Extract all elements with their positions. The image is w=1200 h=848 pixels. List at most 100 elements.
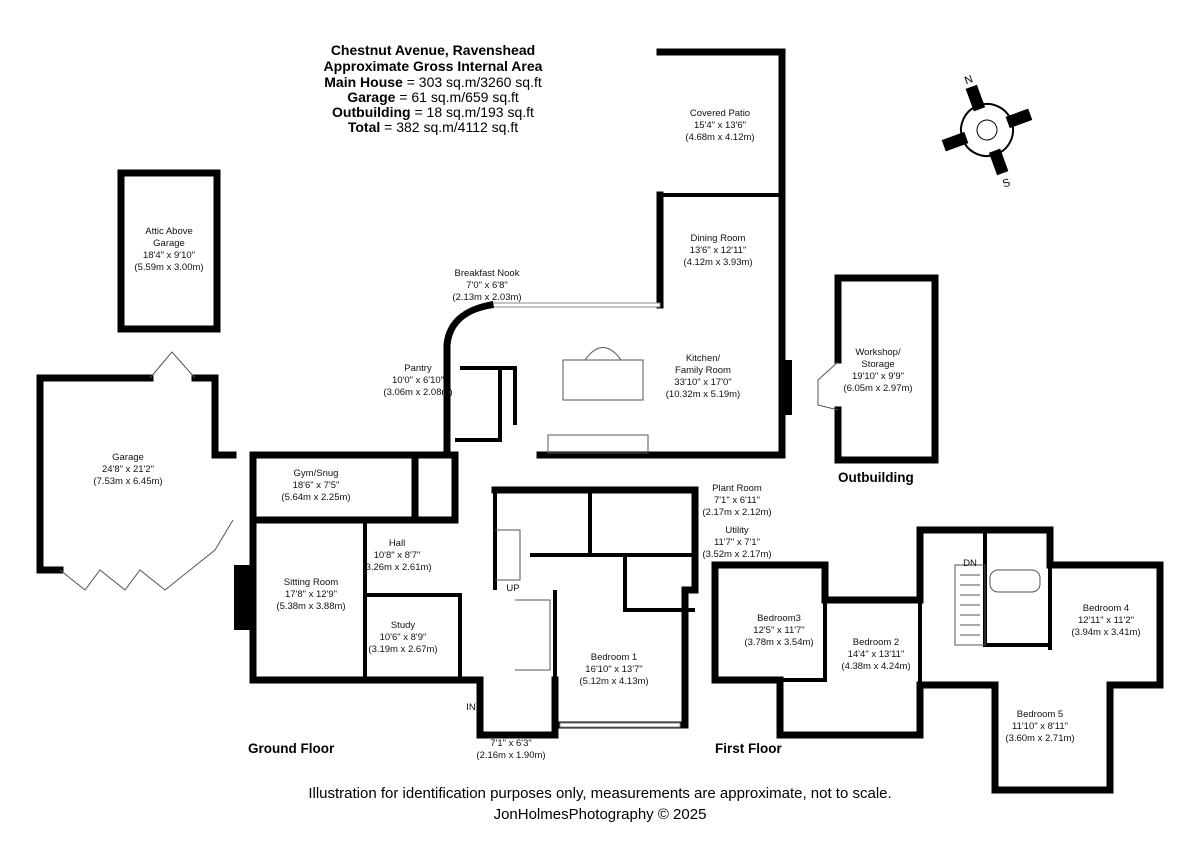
- room-workshop: Workshop/ Storage 19'10" x 9'9" (6.05m x…: [843, 347, 912, 394]
- room-label-text: 12'11" x 11'2": [1078, 615, 1134, 626]
- area-subtitle: Approximate Gross Internal Area: [324, 58, 543, 74]
- first-floor-walls: [711, 526, 1164, 794]
- room-label-text: (3.94m x 3.41m): [1071, 627, 1140, 638]
- room-label-text: Sitting Room: [284, 577, 338, 588]
- room-sitting: Sitting Room 17'8" x 12'9" (5.38m x 3.88…: [276, 577, 345, 612]
- room-label-text: (10.32m x 5.19m): [666, 389, 740, 400]
- room-label-text: Bedroom 2: [853, 637, 899, 648]
- room-label-text: = 382 sq.m/4112 sq.ft: [380, 119, 518, 135]
- room-garage: Garage 24'8" x 21'2" (7.53m x 6.45m): [93, 452, 162, 487]
- room-kitchen: Kitchen/ Family Room 33'10" x 17'0" (10.…: [666, 353, 740, 400]
- plan-header: Chestnut Avenue, Ravenshead Approximate …: [324, 42, 543, 135]
- room-gym: Gym/Snug 18'6" x 7'5" (5.64m x 2.25m): [281, 468, 350, 503]
- room-label-text: 19'10" x 9'9": [852, 371, 904, 382]
- room-bedroom-4: Bedroom 4 12'11" x 11'2" (3.94m x 3.41m): [1071, 603, 1140, 638]
- room-label-text: (4.12m x 3.93m): [683, 257, 752, 268]
- room-label-text: (5.59m x 3.00m): [134, 262, 203, 273]
- room-label-text: (2.13m x 2.03m): [452, 292, 521, 303]
- ground-floor-label: Ground Floor: [248, 741, 335, 756]
- room-label-text: Garage: [112, 452, 144, 463]
- room-label-text: Covered Patio: [690, 108, 750, 119]
- room-label-text: (2.17m x 2.12m): [702, 507, 771, 518]
- room-label-text: (3.78m x 3.54m): [744, 637, 813, 648]
- room-label-text: Dining Room: [691, 233, 746, 244]
- room-label-text: 11'10" x 8'11": [1012, 721, 1068, 732]
- area-total: Total = 382 sq.m/4112 sq.ft: [348, 119, 518, 135]
- room-label-text: 24'8" x 21'2": [102, 464, 154, 475]
- room-label-text: 15'4" x 13'6": [694, 120, 746, 131]
- room-label-text: Storage: [861, 359, 894, 370]
- compass-north: N: [963, 73, 975, 87]
- room-label-text: 33'10" x 17'0": [674, 377, 731, 388]
- outbuilding-walls: [817, 274, 939, 464]
- area-outbuilding: Outbuilding = 18 sq.m/193 sq.ft: [332, 104, 534, 120]
- room-label-text: 10'6" x 8'9": [380, 632, 427, 643]
- room-label-text: Total: [348, 119, 380, 135]
- room-label-text: (4.68m x 4.12m): [685, 132, 754, 143]
- room-label-text: = 303 sq.m/3260 sq.ft: [403, 74, 542, 90]
- room-label-text: Plant Room: [712, 483, 762, 494]
- room-label-text: Breakfast Nook: [455, 268, 520, 279]
- room-label-text: (3.19m x 2.67m): [368, 644, 437, 655]
- room-label-text: Bedroom3: [757, 613, 801, 624]
- room-label-text: 18'6" x 7'5": [293, 480, 340, 491]
- room-pantry: Pantry 10'0" x 6'10" (3.06m x 2.08m): [383, 363, 452, 398]
- first-floor-label: First Floor: [715, 741, 782, 756]
- room-label-text: 16'10" x 13'7": [585, 664, 642, 675]
- compass-icon: N S: [941, 73, 1033, 191]
- room-label-text: 14'4" x 13'11": [848, 649, 905, 660]
- room-label-text: 10'0" x 6'10": [392, 375, 444, 386]
- room-label-text: (5.38m x 3.88m): [276, 601, 345, 612]
- room-label-text: Bedroom 1: [591, 652, 637, 663]
- room-label-text: (4.38m x 4.24m): [841, 661, 910, 672]
- room-label-text: (2.16m x 1.90m): [476, 750, 545, 761]
- room-bedroom-1: Bedroom 1 16'10" x 13'7" (5.12m x 4.13m): [579, 652, 648, 687]
- room-label-text: Main House: [324, 74, 403, 90]
- area-main-house: Main House = 303 sq.m/3260 sq.ft: [324, 74, 542, 90]
- room-label-text: (3.06m x 2.08m): [383, 387, 452, 398]
- outbuilding-label: Outbuilding: [838, 470, 914, 485]
- stairs-up-label: UP: [506, 583, 519, 594]
- room-bedroom-3: Bedroom3 12'5" x 11'7" (3.78m x 3.54m): [744, 613, 813, 648]
- room-label-text: Garage: [153, 238, 185, 249]
- room-label-text: 13'6" x 12'11": [690, 245, 747, 256]
- room-label-text: (5.12m x 4.13m): [579, 676, 648, 687]
- room-label-text: Outbuilding: [332, 104, 411, 120]
- room-label-text: = 18 sq.m/193 sq.ft: [411, 104, 534, 120]
- room-porch: 7'1" x 6'3" (2.16m x 1.90m): [476, 738, 545, 761]
- room-hall: Hall 10'8" x 8'7" (3.26m x 2.61m): [362, 538, 431, 573]
- room-label-text: Utility: [725, 525, 748, 536]
- stairs-down-label: DN: [963, 558, 977, 569]
- room-label-text: (5.64m x 2.25m): [281, 492, 350, 503]
- room-utility: Utility 11'7" x 7'1" (3.52m x 2.17m): [702, 525, 771, 560]
- disclaimer-text: Illustration for identification purposes…: [308, 785, 891, 802]
- credit-text: JonHolmesPhotography © 2025: [494, 806, 707, 823]
- room-label-text: (3.60m x 2.71m): [1005, 733, 1074, 744]
- room-covered-patio: Covered Patio 15'4" x 13'6" (4.68m x 4.1…: [685, 108, 754, 143]
- room-label-text: 17'8" x 12'9": [285, 589, 337, 600]
- room-label-text: Workshop/: [855, 347, 901, 358]
- room-plant: Plant Room 7'1" x 6'11" (2.17m x 2.12m): [702, 483, 771, 518]
- entrance-label: IN: [466, 702, 476, 713]
- room-label-text: (6.05m x 2.97m): [843, 383, 912, 394]
- attic-outline: [117, 169, 221, 333]
- room-label-text: 12'5" x 11'7": [753, 625, 804, 636]
- room-label-text: Family Room: [675, 365, 731, 376]
- room-label-text: 18'4" x 9'10": [143, 250, 195, 261]
- room-label-text: (3.26m x 2.61m): [362, 562, 431, 573]
- room-bedroom-5: Bedroom 5 11'10" x 8'11" (3.60m x 2.71m): [1005, 709, 1074, 744]
- address-title: Chestnut Avenue, Ravenshead: [331, 42, 535, 58]
- room-label-text: Garage: [347, 89, 395, 105]
- room-label-text: Gym/Snug: [294, 468, 339, 479]
- room-label-text: (3.52m x 2.17m): [702, 549, 771, 560]
- room-bedroom-2: Bedroom 2 14'4" x 13'11" (4.38m x 4.24m): [841, 637, 910, 672]
- room-label-text: 10'8" x 8'7": [374, 550, 421, 561]
- room-label-text: 11'7" x 7'1": [714, 537, 760, 548]
- ground-floor-walls: [234, 48, 792, 739]
- compass-south: S: [1001, 177, 1012, 191]
- room-label-text: 7'1" x 6'11": [714, 495, 760, 506]
- room-label-text: 7'0" x 6'8": [466, 280, 508, 291]
- room-label-text: Kitchen/: [686, 353, 721, 364]
- room-label-text: Study: [391, 620, 416, 631]
